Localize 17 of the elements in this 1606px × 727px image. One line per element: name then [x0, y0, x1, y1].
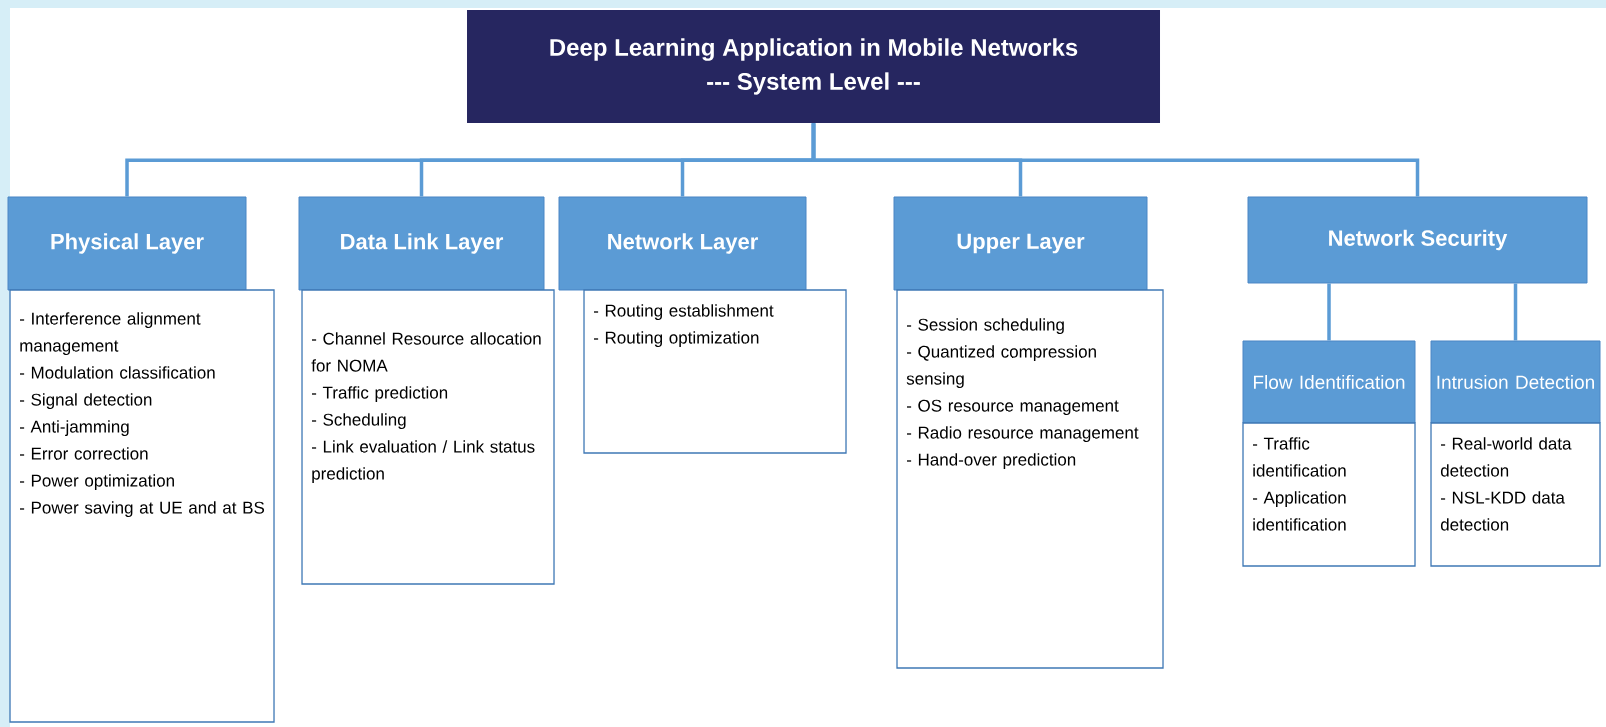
header-box: Network Security — [1247, 196, 1588, 284]
connector-line — [811, 123, 1420, 197]
list-box: - Session scheduling - Quantized compression sensing - OS resource management - Radio resource management - Hand-over prediction — [896, 289, 1164, 669]
list-box: - Routing establishment - Routing optimization — [583, 289, 847, 454]
list-box: - Traffic identification - Application identification — [1242, 422, 1416, 567]
list-box: - Interference alignment management - Modulation classification - Signal detection - Anti-jamming - Error correction - Power optimization - Power saving at UE and at BS — [9, 289, 275, 723]
connector-line — [1327, 283, 1331, 341]
title-box: Deep Learning Application in Mobile Networks --- System Level --- — [467, 10, 1160, 123]
header-box: Flow Identification — [1242, 340, 1416, 424]
header-box: Network Layer — [558, 196, 807, 291]
list-box: - Channel Resource allocation for NOMA - Traffic prediction - Scheduling - Link evaluation / Link status prediction — [301, 289, 555, 585]
header-box: Upper Layer — [893, 196, 1148, 291]
connector-line — [1513, 283, 1518, 341]
header-box: Data Link Layer — [298, 196, 545, 291]
list-box: - Real-world data detection - NSL-KDD data detection — [1430, 422, 1601, 567]
header-box: Physical Layer — [7, 196, 247, 291]
header-box: Intrusion Detection — [1430, 340, 1601, 424]
